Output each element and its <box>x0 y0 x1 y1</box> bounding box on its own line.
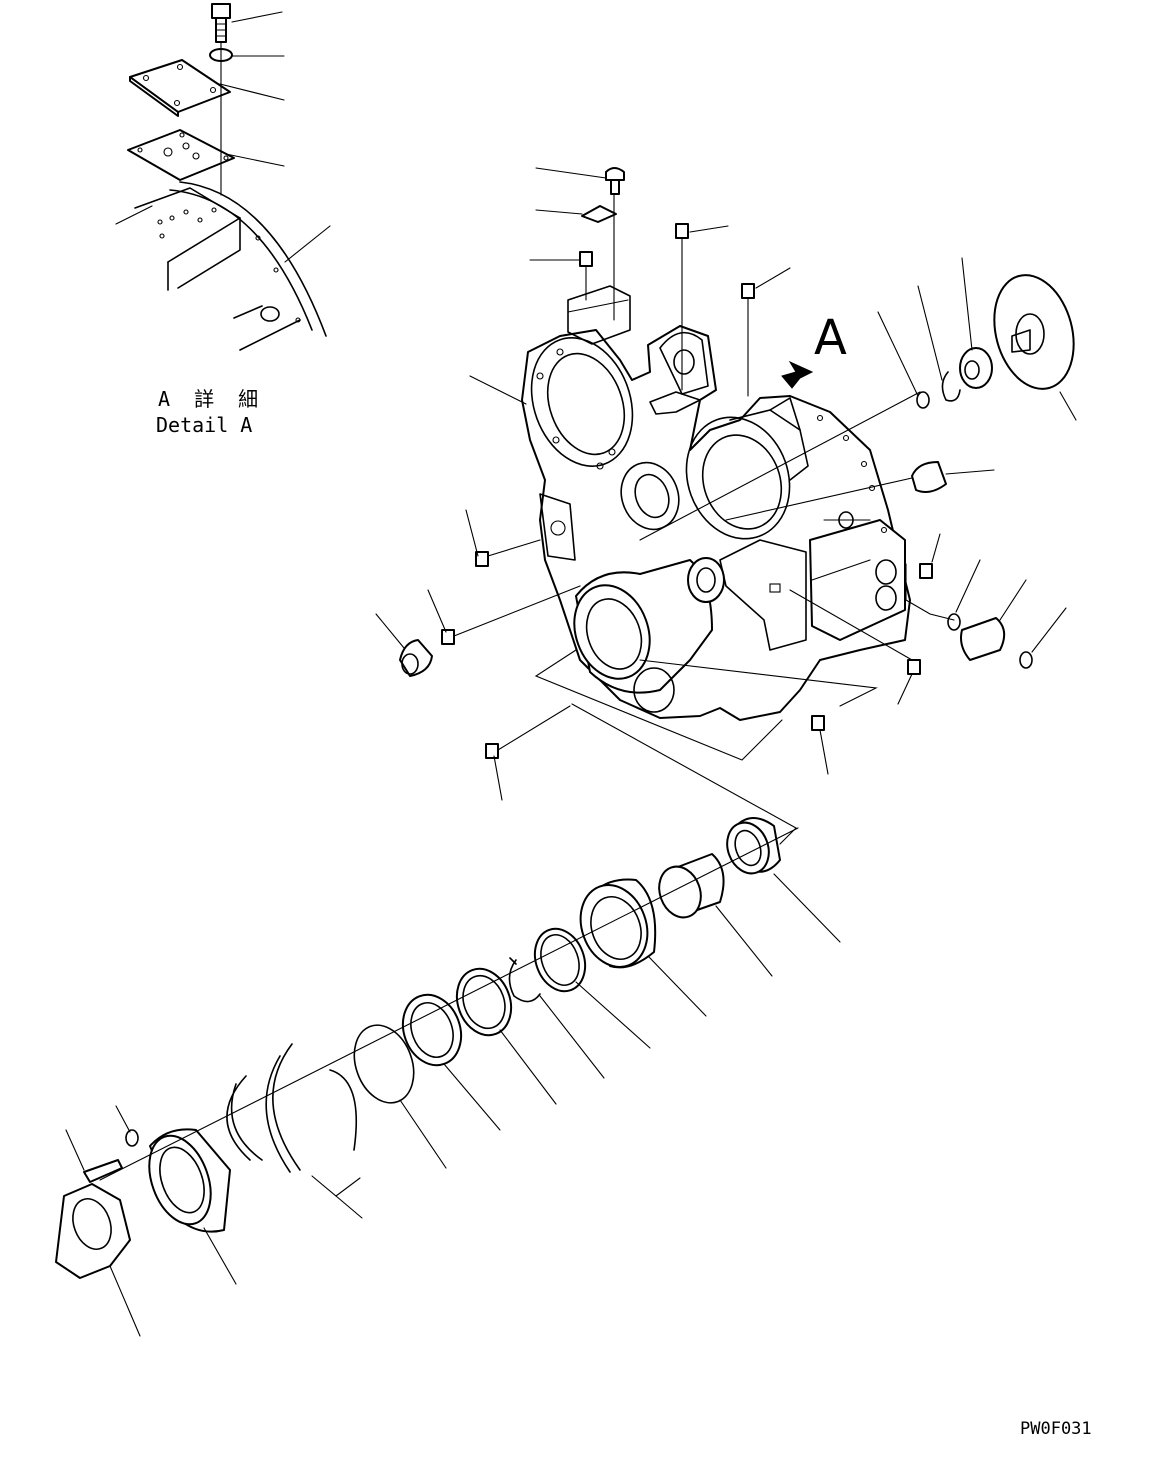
detail-housing-fragment <box>134 181 327 351</box>
detail-title-en: Detail A <box>156 413 252 437</box>
detail-leaders <box>115 11 331 263</box>
left-side-parts <box>375 509 581 801</box>
detail-a-inset: A 詳 細 Detail A <box>115 3 331 437</box>
assembly-bracket-lines <box>534 649 878 845</box>
figure-code: PW0F031 <box>1020 1419 1092 1439</box>
detail-bolt <box>211 3 231 43</box>
top-fasteners <box>469 167 791 405</box>
view-marker-label: A <box>814 310 847 366</box>
view-arrow-a: A <box>781 310 847 389</box>
transmission-housing <box>521 285 911 721</box>
right-side-parts <box>639 257 1077 775</box>
detail-gasket <box>127 129 235 181</box>
exploded-ring-stack <box>55 817 841 1337</box>
detail-cover-plate <box>129 59 231 117</box>
detail-title-jp: A 詳 細 <box>158 387 264 411</box>
